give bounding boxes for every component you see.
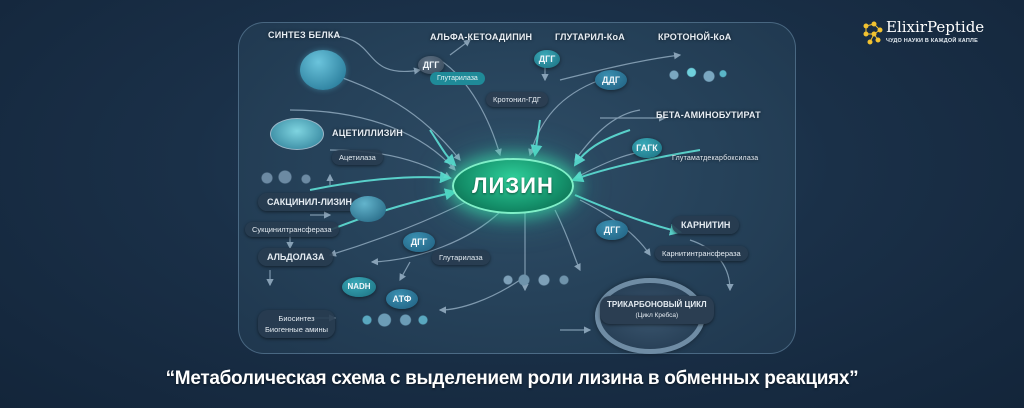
label-crotonoyl-coa: КРОТОНОЙ-КоА bbox=[658, 32, 732, 42]
pill-carnitine-transferase: Карнитинтрансфераза bbox=[655, 246, 748, 261]
molecule-logo-icon bbox=[863, 21, 883, 45]
pill-biosynthesis: Биосинтез Биогенные амины bbox=[258, 310, 336, 338]
pill-succinyl-lysine: САКЦИНИЛ-ЛИЗИН bbox=[258, 193, 361, 211]
ribosome-icon bbox=[300, 50, 346, 90]
molecule-cluster-bottom-left bbox=[360, 310, 430, 330]
pill-crotonyl-gdg: Кротонил-ГДГ bbox=[486, 92, 548, 107]
pill-acetylase: Ацетилаза bbox=[332, 150, 383, 165]
label-glutaryl-coa: ГЛУТАРИЛ-КоА bbox=[555, 32, 625, 42]
lysine-center-node: ЛИЗИН bbox=[452, 158, 574, 214]
pill-tca-cycle: ТРИКАРБОНОВЫЙ ЦИКЛ (Цикл Кребса) bbox=[600, 296, 714, 324]
caption: “Метаболическая схема с выделением роли … bbox=[165, 368, 859, 389]
molecule-cluster-bottom bbox=[500, 270, 580, 290]
label-protein-synthesis: СИНТЕЗ БЕЛКА bbox=[268, 30, 341, 40]
logo-name: ElixirPeptide bbox=[886, 18, 985, 36]
label-krebs-cycle: (Цикл Кребса) bbox=[635, 312, 679, 319]
pill-glutarylase-top: Глутарилаза bbox=[430, 72, 485, 85]
logo-tagline: ЧУДО НАУКИ В КАЖДОЙ КАПЛЕ bbox=[886, 38, 978, 44]
pill-carnitine: КАРНИТИН bbox=[672, 216, 740, 234]
logo[interactable]: ElixirPeptide ЧУДО НАУКИ В КАЖДОЙ КАПЛЕ bbox=[860, 18, 1020, 58]
badge-nadh: NADH bbox=[342, 277, 376, 297]
badge-atp: АТФ bbox=[386, 289, 418, 309]
pill-succinyltransferase: Сукцинилтрансфераза bbox=[245, 222, 339, 237]
pill-glutarylase-bottom: Глутарилаза bbox=[432, 250, 490, 265]
label-biosynthesis: Биосинтез bbox=[278, 314, 315, 323]
molecule-cluster-left bbox=[258, 168, 318, 188]
pill-aldolase: АЛЬДОЛАЗА bbox=[258, 248, 334, 266]
label-glutamate-decarboxylase: Глутаматдекарбоксилаза bbox=[672, 155, 759, 162]
badge-gagk: ГАГК bbox=[632, 138, 662, 158]
label-alpha-ketoadipin: АЛЬФА-КЕТОАДИПИН bbox=[430, 32, 533, 42]
label-tca-cycle: ТРИКАРБОНОВЫЙ ЦИКЛ bbox=[607, 300, 707, 309]
lysine-label: ЛИЗИН bbox=[472, 173, 554, 198]
label-beta-aminobutyrate: БЕТА-АМИНОБУТИРАТ bbox=[656, 110, 761, 120]
badge-dgg-top-left: ДГГ bbox=[418, 56, 444, 74]
molecule-cluster-top-right bbox=[660, 62, 730, 88]
label-acetyllysine: АЦЕТИЛЛИЗИН bbox=[332, 128, 403, 138]
enzyme-complex-icon bbox=[270, 118, 324, 150]
badge-dgg-right: ДГГ bbox=[596, 220, 628, 240]
badge-dgg-bottom-mid: ДГГ bbox=[403, 232, 435, 252]
badge-dgg-top-mid: ДГГ bbox=[534, 50, 560, 68]
label-biogenic-amines: Биогенные амины bbox=[265, 325, 329, 334]
badge-ddg: ДДГ bbox=[595, 70, 627, 90]
protein-fold-icon bbox=[350, 196, 386, 222]
